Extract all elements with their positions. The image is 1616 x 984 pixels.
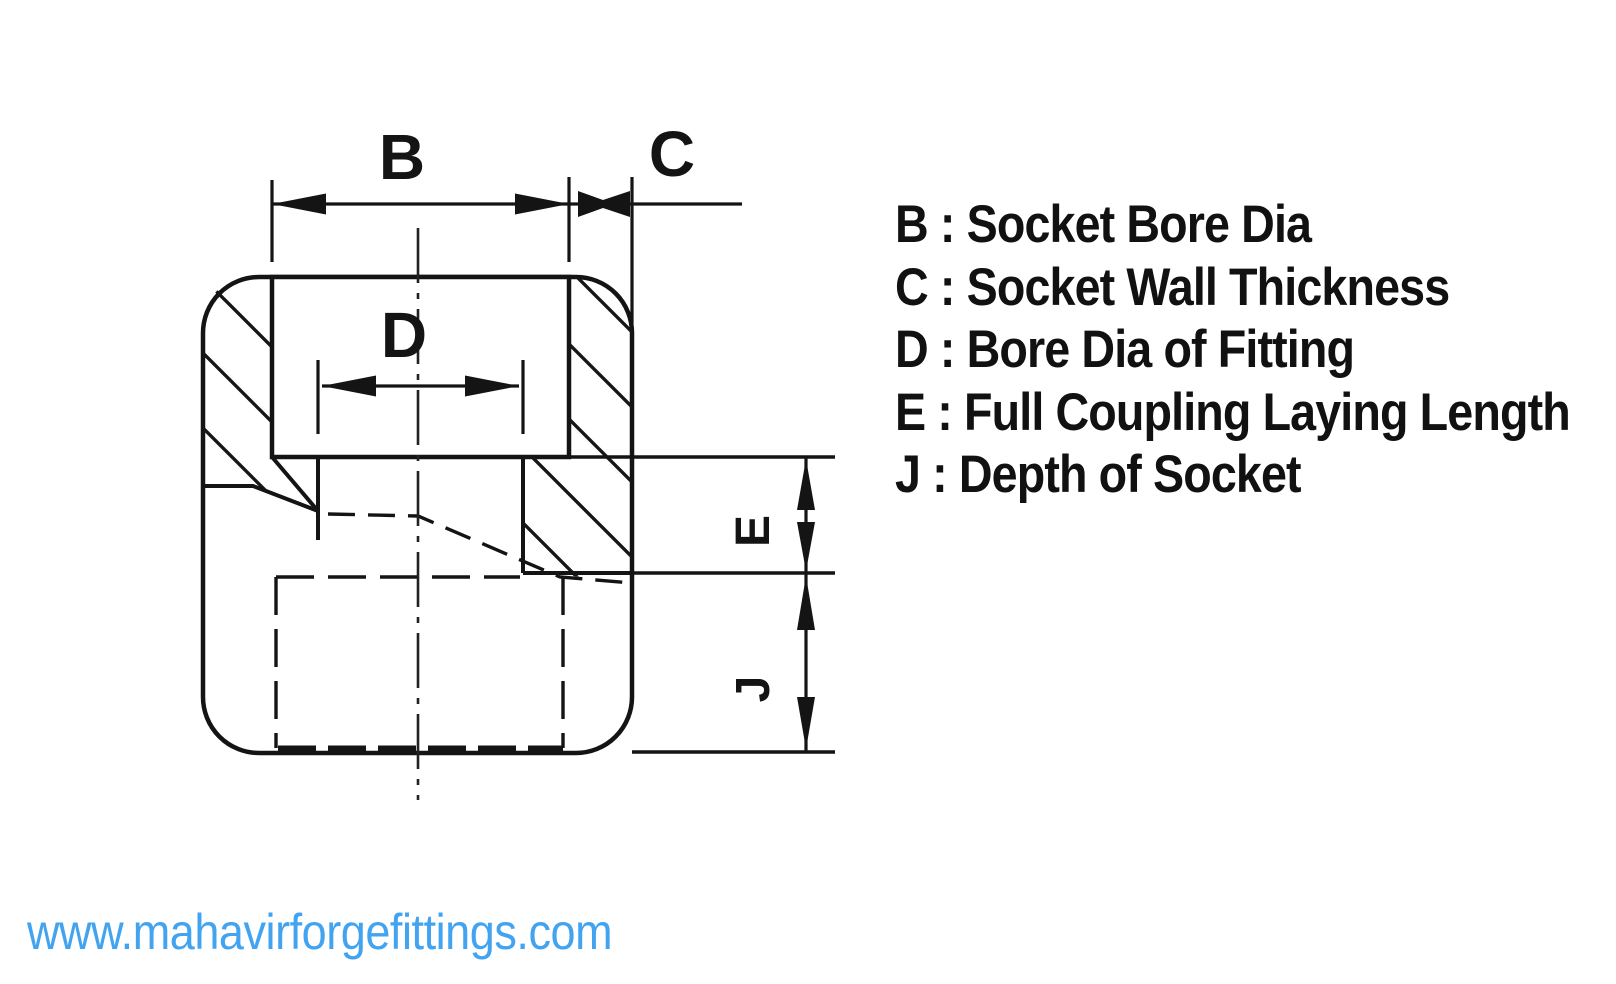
section-break-line	[203, 484, 319, 513]
socket-cone-edge	[270, 455, 320, 513]
dimension-J: J	[632, 573, 835, 754]
legend-item-E: E : Full Coupling Laying Length	[895, 382, 1571, 442]
dim-label-D: D	[381, 299, 427, 371]
dimension-C: C	[569, 118, 742, 324]
dimension-E: E	[569, 455, 835, 575]
arrowhead-up-icon	[797, 576, 815, 630]
legend-item-J: J : Depth of Socket	[895, 445, 1302, 504]
website-url: www.mahavirforgefittings.com	[27, 904, 613, 960]
arrowhead-down-icon	[797, 697, 815, 749]
arrowhead-up-icon	[797, 459, 815, 510]
dim-label-C: C	[649, 118, 695, 190]
legend-item-C: C : Socket Wall Thickness	[895, 257, 1450, 317]
hatch-left-wall	[203, 277, 318, 511]
dim-label-B: B	[379, 121, 425, 193]
dim-label-J: J	[727, 676, 780, 703]
legend-item-B: B : Socket Bore Dia	[895, 195, 1312, 254]
arrowhead-left-icon	[272, 193, 326, 215]
socket-bore	[269, 274, 572, 460]
arrowhead-down-icon	[797, 522, 815, 571]
arrowheads-pinch-icon	[578, 191, 630, 217]
arrowhead-left-icon	[322, 375, 376, 397]
arrowhead-right-icon	[465, 375, 519, 397]
dimension-B: B	[270, 121, 571, 262]
arrowhead-right-icon	[515, 193, 569, 215]
legend: B : Socket Bore Dia C : Socket Wall Thic…	[895, 194, 1571, 507]
dim-label-E: E	[727, 515, 780, 547]
legend-item-D: D : Bore Dia of Fitting	[895, 320, 1355, 379]
coupling-body	[200, 228, 635, 800]
dimension-D: D	[316, 299, 525, 434]
hidden-taper-line	[327, 512, 633, 585]
hatch-right-wall	[523, 277, 632, 580]
